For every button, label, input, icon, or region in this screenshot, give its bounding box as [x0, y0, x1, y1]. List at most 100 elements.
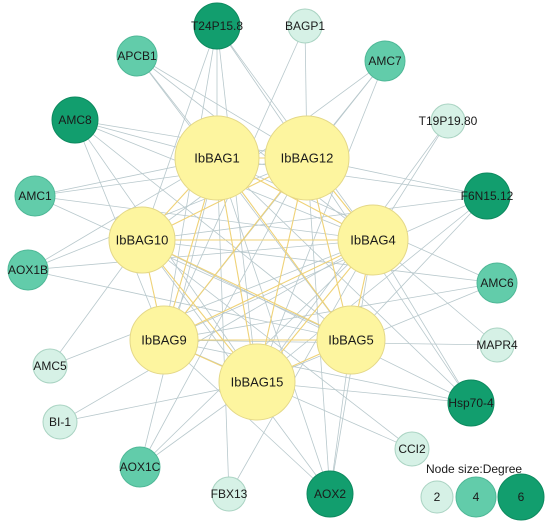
node-IbBAG5[interactable]: IbBAG5 [316, 305, 386, 375]
edge-AMC6-IbBAG10 [141, 239, 498, 284]
node-circle [174, 115, 260, 201]
edge-FBX13-IbBAG4 [228, 239, 374, 495]
legend-item-degree-2: 2 [420, 480, 454, 514]
node-label: AMC1 [18, 189, 52, 203]
node-AMC7[interactable]: AMC7 [364, 40, 406, 82]
node-circle [211, 476, 247, 512]
node-AMC5[interactable]: AMC5 [32, 348, 68, 384]
edge-AMC7-IbBAG15 [256, 60, 386, 383]
node-AOX1B[interactable]: AOX1B [7, 249, 49, 291]
node-circle [337, 204, 409, 276]
edge-AOX2-IbBAG1 [216, 157, 331, 495]
node-label: IbBAG5 [328, 333, 374, 348]
node-APCB1[interactable]: APCB1 [116, 35, 158, 77]
node-circle [14, 175, 56, 217]
node-label: IbBAG9 [141, 333, 187, 348]
edge-T24P15.8-IbBAG15 [216, 25, 258, 383]
node-circle [51, 96, 99, 144]
node-label: MAPR4 [476, 338, 518, 352]
legend: Node size:Degree 2 4 6 [420, 462, 545, 521]
edge-BI-1-IbBAG4 [59, 239, 374, 423]
edge-AOX2-IbBAG12 [306, 157, 331, 495]
edge-AOX1B-IbBAG4 [27, 239, 374, 271]
edge-AOX1C-IbBAG12 [139, 157, 308, 468]
legend-label: 4 [473, 490, 480, 504]
node-AOX1C[interactable]: AOX1C [119, 446, 161, 488]
legend-circle [420, 480, 454, 514]
node-F6N15.12[interactable]: F6N15.12 [461, 172, 514, 220]
edge-AMC8-IbBAG5 [74, 119, 352, 341]
node-circle [476, 262, 518, 304]
node-circle [129, 305, 199, 375]
node-IbBAG15[interactable]: IbBAG15 [218, 343, 296, 421]
node-circle [287, 8, 323, 44]
legend-circle [497, 473, 545, 521]
node-circle [316, 305, 386, 375]
node-label: T19P19.80 [419, 114, 478, 128]
node-AOX2[interactable]: AOX2 [306, 470, 354, 518]
node-IbBAG9[interactable]: IbBAG9 [129, 305, 199, 375]
node-BAGP1[interactable]: BAGP1 [285, 8, 325, 44]
legend-item-degree-6: 6 [497, 473, 545, 521]
legend-item-degree-4: 4 [455, 476, 497, 518]
node-label: AOX1B [8, 263, 48, 277]
node-IbBAG1[interactable]: IbBAG1 [174, 115, 260, 201]
node-label: IbBAG4 [350, 233, 396, 248]
node-BI-1[interactable]: BI-1 [42, 404, 78, 440]
node-circle [364, 40, 406, 82]
node-label: BI-1 [49, 415, 71, 429]
node-label: IbBAG12 [281, 151, 334, 166]
node-IbBAG12[interactable]: IbBAG12 [264, 115, 350, 201]
edge-AOX1B-IbBAG5 [27, 269, 352, 341]
edge-T24P15.8-IbBAG10 [141, 25, 218, 241]
node-AMC6[interactable]: AMC6 [476, 262, 518, 304]
node-label: CCI2 [398, 442, 426, 456]
edge-Hsp70-4-IbBAG1 [216, 157, 472, 404]
node-T19P19.80[interactable]: T19P19.80 [419, 103, 478, 139]
node-circle [108, 206, 176, 274]
node-Hsp70-4[interactable]: Hsp70-4 [447, 379, 495, 427]
node-T24P15.8[interactable]: T24P15.8 [191, 2, 243, 50]
node-circle [479, 327, 515, 363]
node-circle [193, 2, 241, 50]
node-IbBAG10[interactable]: IbBAG10 [108, 206, 176, 274]
node-circle [264, 115, 350, 201]
node-MAPR4[interactable]: MAPR4 [476, 327, 518, 363]
legend-label: 2 [434, 490, 441, 504]
edge-Hsp70-4-IbBAG9 [163, 339, 472, 404]
node-circle [394, 431, 430, 467]
edge-AMC5-IbBAG4 [49, 239, 374, 367]
node-circle [7, 249, 49, 291]
node-label: T24P15.8 [191, 19, 243, 33]
node-AMC8[interactable]: AMC8 [51, 96, 99, 144]
node-circle [119, 446, 161, 488]
node-label: IbBAG15 [231, 375, 284, 390]
edge-AOX1B-IbBAG12 [27, 157, 308, 271]
node-circle [116, 35, 158, 77]
node-circle [447, 379, 495, 427]
edge-CCI2-IbBAG10 [141, 239, 413, 450]
node-IbBAG4[interactable]: IbBAG4 [337, 204, 409, 276]
node-circle [306, 470, 354, 518]
node-CCI2[interactable]: CCI2 [394, 431, 430, 467]
node-label: AOX2 [314, 487, 346, 501]
node-circle [430, 103, 466, 139]
node-label: AMC6 [480, 276, 514, 290]
edge-IbBAG10-IbBAG5 [141, 239, 352, 341]
node-label: AMC8 [58, 113, 92, 127]
node-label: BAGP1 [285, 19, 325, 33]
edge-AMC1-IbBAG4 [34, 195, 374, 241]
node-label: APCB1 [117, 49, 157, 63]
node-label: Hsp70-4 [448, 396, 494, 410]
edge-Hsp70-4-IbBAG12 [306, 157, 472, 404]
node-label: F6N15.12 [461, 189, 514, 203]
node-FBX13[interactable]: FBX13 [211, 476, 248, 512]
node-label: FBX13 [211, 487, 248, 501]
legend-title: Node size:Degree [426, 462, 522, 476]
node-label: AOX1C [120, 460, 161, 474]
node-AMC1[interactable]: AMC1 [14, 175, 56, 217]
legend-label: 6 [518, 490, 525, 504]
